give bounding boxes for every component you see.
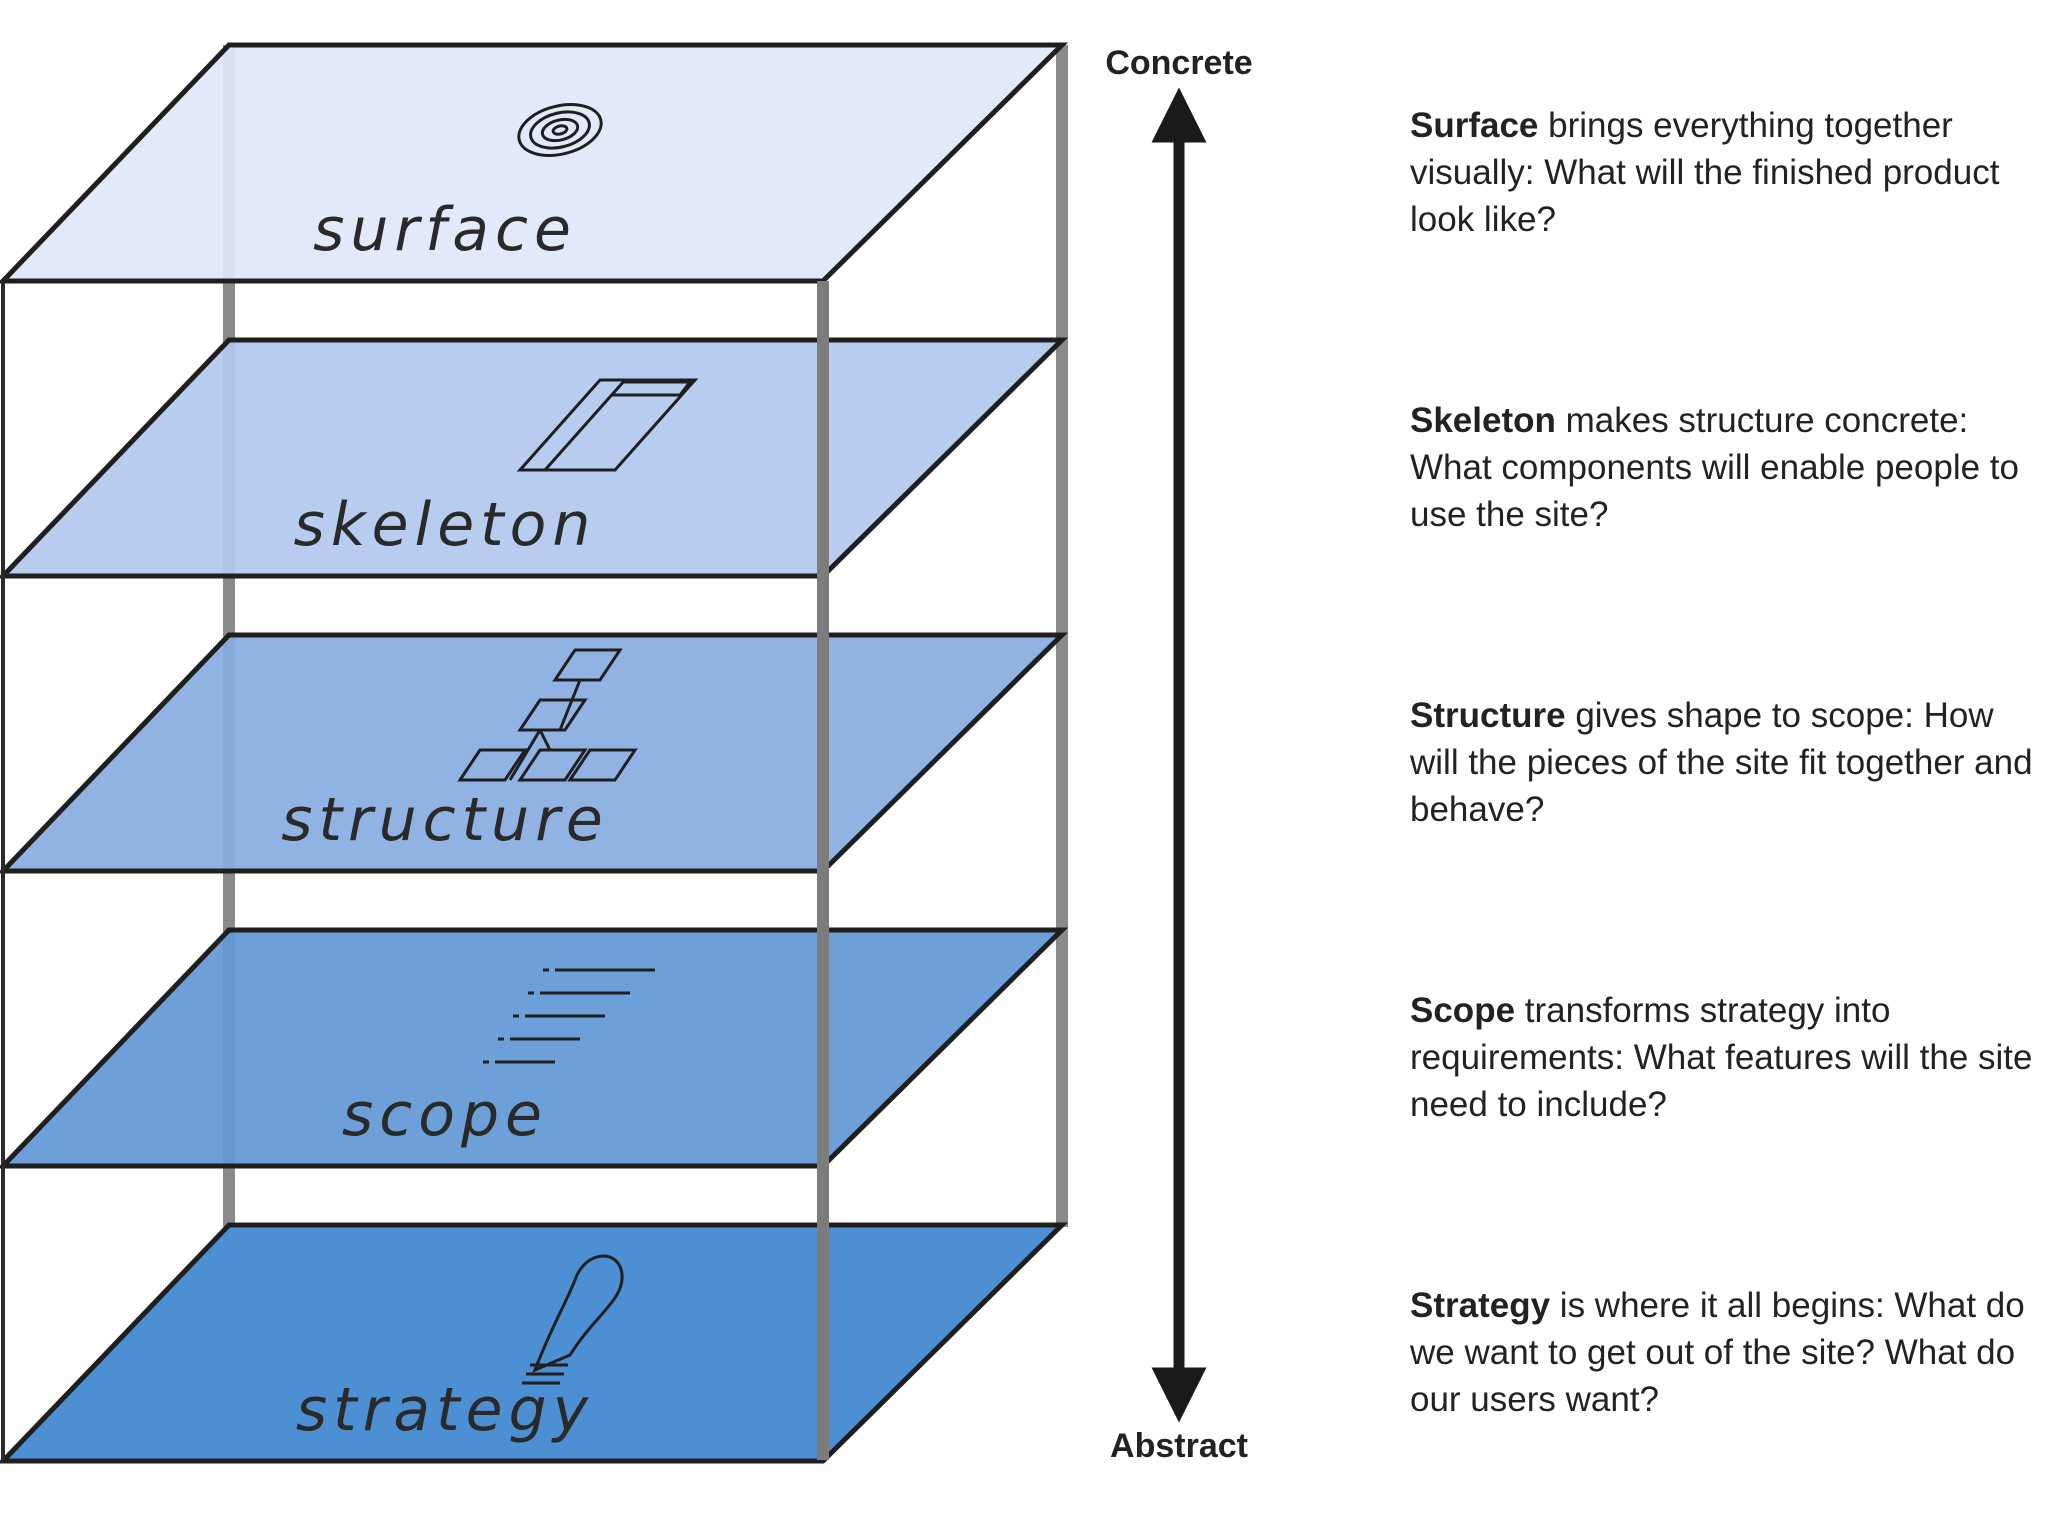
concrete-abstract-axis: Concrete Abstract [1105,44,1252,1465]
plane-stack: surface skeleton structure scope strategy [0,42,1069,1464]
description-term: Surface [1410,106,1539,145]
description-term: Skeleton [1410,401,1556,440]
description-text: brings everything together visually: Wha… [1410,106,2000,239]
plane-strategy: strategy [0,1222,1069,1464]
description-text: makes structure concrete: What component… [1410,401,2019,534]
concrete-label: Concrete [1105,44,1252,82]
plane-surface-label: surface [313,195,577,265]
description-surface: Surface brings everything together visua… [1410,102,2048,243]
list-icon [483,968,655,1064]
plane-structure-label: structure [281,785,609,855]
description-text: is where it all begins: What do we want … [1410,1286,2025,1419]
description-skeleton: Skeleton makes structure concrete: What … [1410,397,2048,538]
description-term: Strategy [1410,1286,1551,1325]
description-structure: Structure gives shape to scope: How will… [1410,692,2048,833]
description-strategy: Strategy is where it all begins: What do… [1410,1282,2048,1423]
plane-skeleton-label: skeleton [294,490,597,560]
lightbulb-icon [522,1254,624,1385]
plane-strategy-face [0,1222,1069,1464]
fingerprint-icon [517,103,603,157]
abstract-label: Abstract [1110,1427,1248,1465]
plane-skeleton: skeleton [0,337,1069,579]
plane-surface: surface [0,42,1069,284]
wireframe-icon [516,378,699,472]
description-term: Structure [1410,696,1566,735]
description-text: transforms strategy into requirements: W… [1410,991,2033,1124]
plane-scope-label: scope [342,1080,548,1150]
plane-structure: structure [0,632,1069,874]
sitemap-icon [457,648,638,782]
plane-strategy-label: strategy [296,1375,594,1445]
description-scope: Scope transforms strategy into requireme… [1410,987,2048,1128]
front-posts [1,281,829,1460]
description-term: Scope [1410,991,1516,1030]
plane-scope: scope [0,927,1069,1169]
description-text: gives shape to scope: How will the piece… [1410,696,2033,829]
